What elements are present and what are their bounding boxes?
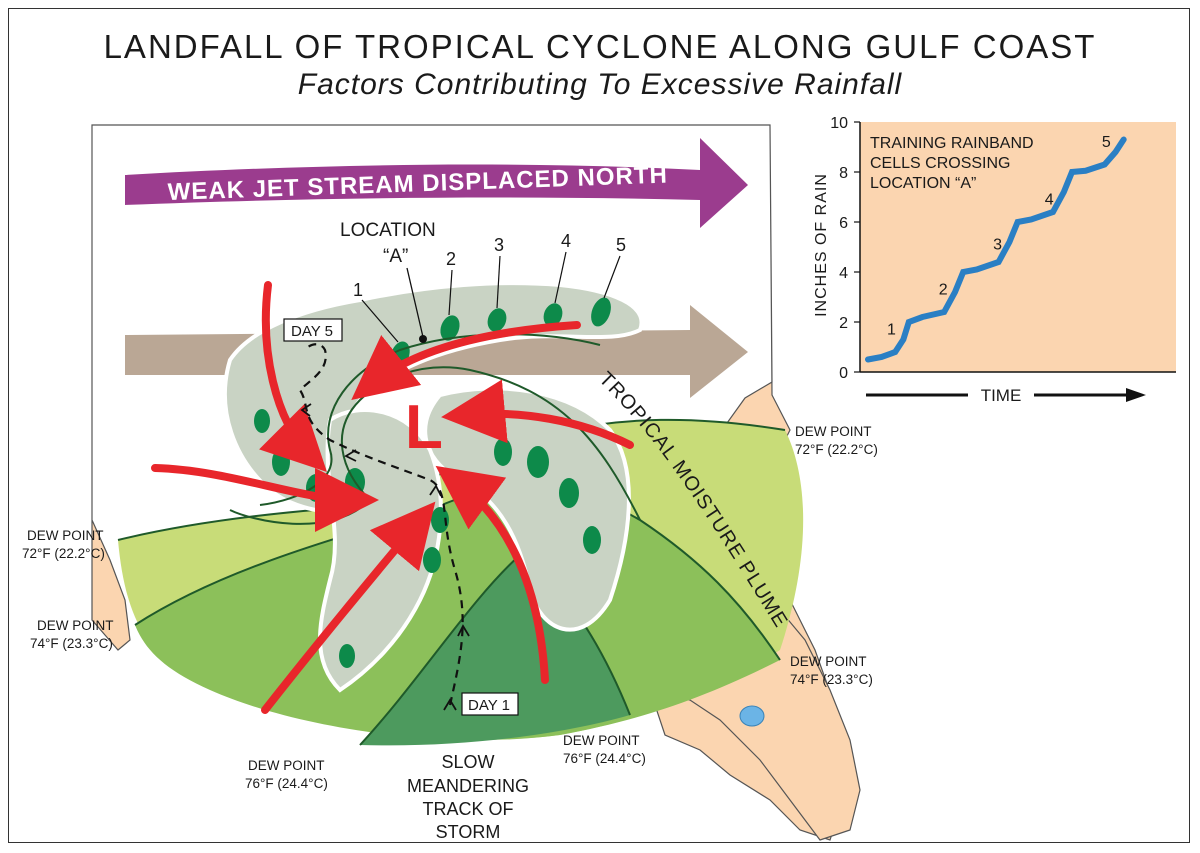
location-label-line1: LOCATION <box>340 220 436 241</box>
cell-number: 3 <box>494 235 504 255</box>
track-direction-ticks <box>300 403 470 711</box>
cell-number: 5 <box>616 235 626 255</box>
chart-y-tick-label: 4 <box>839 265 848 282</box>
chart-step-label: 2 <box>939 282 948 299</box>
inflow-arrows <box>151 281 634 714</box>
track-label-line: SLOW <box>441 752 494 772</box>
inflow-arrow <box>259 281 327 472</box>
dew-south-76r-l2: 76°F (24.4°C) <box>563 751 646 766</box>
storm-track <box>298 343 464 706</box>
chart-inset-line: CELLS CROSSING <box>870 155 1010 172</box>
dew-east-72-l2: 72°F (22.2°C) <box>795 442 878 457</box>
dew-west-72-l2: 72°F (22.2°C) <box>22 546 105 561</box>
dew-east-72-l1: DEW POINT <box>795 424 872 439</box>
dew-east-74-l1: DEW POINT <box>790 654 867 669</box>
chart-y-tick-label: 10 <box>830 115 848 132</box>
chart-step-label: 4 <box>1045 192 1054 209</box>
cell-number: 4 <box>561 231 571 251</box>
chart-y-tick-label: 6 <box>839 215 848 232</box>
chart-inset-line: LOCATION “A” <box>870 175 976 192</box>
rain-accumulation-curve <box>865 136 1127 363</box>
track-label-line: MEANDERING <box>407 776 529 796</box>
dew-point-labels: DEW POINT 72°F (22.2°C) DEW POINT 74°F (… <box>22 424 878 791</box>
day1-label: DAY 1 <box>468 697 510 714</box>
dew-south-76l-l1: DEW POINT <box>248 758 325 773</box>
subtitle: Factors Contributing To Excessive Rainfa… <box>297 68 903 101</box>
frame-border <box>8 8 1190 843</box>
rain-chart: 0 2 4 6 8 10 TRAINING RAINBAND CELLS CROSSING… <box>813 115 1176 405</box>
dew-south-76r-l1: DEW POINT <box>563 733 640 748</box>
cell-leader-lines <box>361 251 621 343</box>
location-label-line2: “A” <box>383 246 408 267</box>
location-pointer <box>406 267 424 338</box>
inflow-arrow <box>351 321 581 400</box>
location-a-dot <box>419 335 427 343</box>
time-arrow-head <box>1126 388 1146 402</box>
day5-box <box>283 318 343 342</box>
lake-okeechobee <box>739 705 765 727</box>
chart-xlabel: TIME <box>981 386 1022 405</box>
dew-east-74-l2: 74°F (23.3°C) <box>790 672 873 687</box>
main-title: LANDFALL OF TROPICAL CYCLONE ALONG GULF … <box>103 28 1097 65</box>
chart-y-tick-label: 8 <box>839 165 848 182</box>
inflow-arrow <box>441 379 634 449</box>
chart-background <box>860 122 1176 372</box>
chart-ylabel: INCHES OF RAIN <box>813 173 830 317</box>
track-label-line: STORM <box>436 822 501 842</box>
low-pressure-symbol: L <box>405 393 443 462</box>
track-label: SLOW MEANDERING TRACK OF STORM <box>407 752 529 842</box>
day5-label: DAY 5 <box>291 323 333 340</box>
dew-south-76l-l2: 76°F (24.4°C) <box>245 776 328 791</box>
chart-y-tick-label: 2 <box>839 315 848 332</box>
track-label-line: TRACK OF <box>422 799 513 819</box>
inflow-arrow <box>261 501 436 714</box>
day1-box <box>461 692 519 716</box>
jet-stream-arrow <box>125 138 748 228</box>
cell-number: 1 <box>353 280 363 300</box>
cell-number-labels: 1 2 3 4 5 <box>353 231 626 300</box>
chart-step-labels: 1 2 3 4 5 <box>887 134 1111 339</box>
chart-y-tick-label: 0 <box>839 365 848 382</box>
inflow-arrow <box>435 465 549 684</box>
cell-number: 2 <box>446 249 456 269</box>
chart-inset-line: TRAINING RAINBAND <box>870 135 1034 152</box>
chart-step-label: 3 <box>993 237 1002 254</box>
dew-west-74-l2: 74°F (23.3°C) <box>30 636 113 651</box>
chart-step-label: 1 <box>887 322 896 339</box>
dew-west-72-l1: DEW POINT <box>27 528 104 543</box>
inflow-arrow <box>151 464 379 532</box>
chart-step-label: 5 <box>1102 134 1111 151</box>
dew-west-74-l1: DEW POINT <box>37 618 114 633</box>
chart-y-ticks: 0 2 4 6 8 10 <box>830 115 860 382</box>
